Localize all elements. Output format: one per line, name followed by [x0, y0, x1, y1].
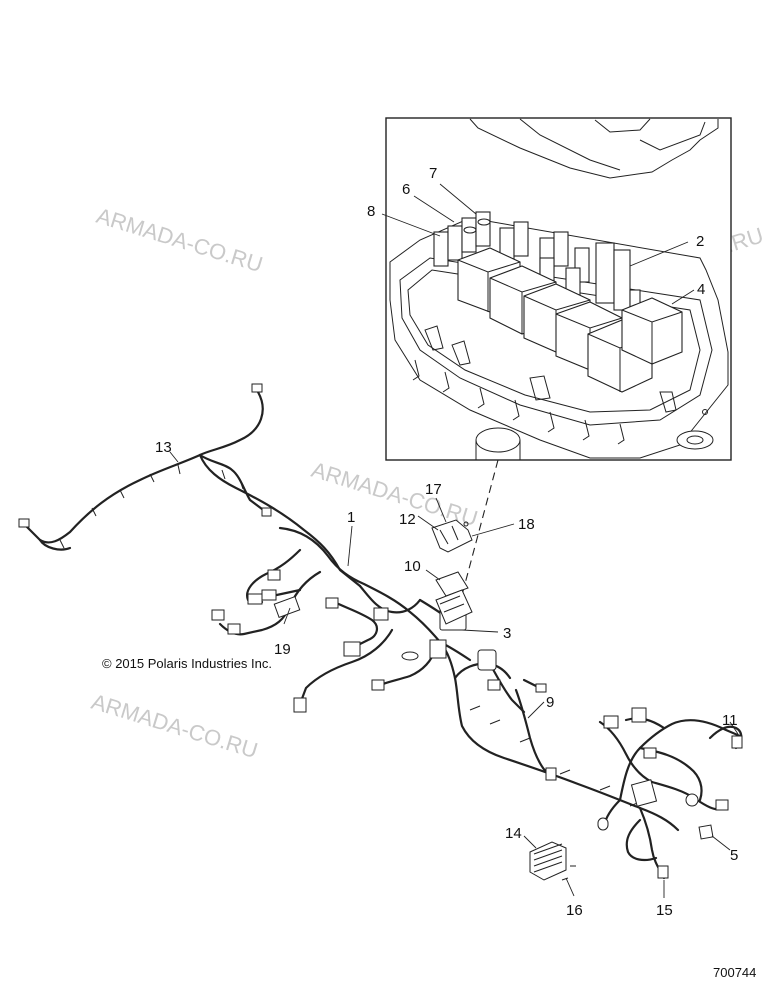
callout-18: 18: [518, 516, 535, 533]
leader-14: [523, 835, 537, 849]
leader-3: [461, 629, 499, 633]
copyright-text: © 2015 Polaris Industries Inc.: [102, 656, 272, 671]
leader-11: [729, 721, 739, 735]
leader-4: [671, 289, 695, 305]
fuse-box: [435, 571, 473, 625]
leader-6: [413, 195, 455, 223]
callout-7: 7: [429, 165, 437, 182]
callout-13: 13: [155, 439, 172, 456]
callout-9: 9: [546, 694, 554, 711]
main-wiring-harness: [18, 383, 743, 881]
callout-12: 12: [399, 511, 416, 528]
callout-4: 4: [697, 281, 705, 298]
leader-19: [283, 607, 291, 625]
callout-2: 2: [696, 233, 704, 250]
voltage-regulator: [529, 841, 576, 881]
leader-13: [169, 451, 179, 463]
watermark-top-left: ARMADA-CO.RU: [94, 203, 266, 277]
callout-3: 3: [503, 625, 511, 642]
watermark-bottom-left: ARMADA-CO.RU: [89, 689, 261, 763]
leader-5: [711, 835, 731, 851]
callout-5: 5: [730, 847, 738, 864]
callout-11: 11: [722, 712, 738, 729]
callout-14: 14: [505, 825, 522, 842]
callout-10: 10: [404, 558, 421, 575]
fuse-box-bracket: [431, 519, 473, 553]
callout-16: 16: [566, 902, 583, 919]
callout-19: 19: [274, 641, 291, 658]
leader-18: [471, 523, 515, 537]
illustration-number: 700744: [713, 965, 756, 980]
leader-9: [527, 701, 545, 719]
leader-10: [425, 569, 441, 581]
fuse-box-detail-inset: [385, 117, 732, 461]
leader-2: [629, 241, 689, 267]
callout-8: 8: [367, 203, 375, 220]
callout-17: 17: [425, 481, 442, 498]
leader-7: [439, 183, 477, 215]
leader-1: [347, 525, 353, 567]
leader-16: [565, 877, 575, 897]
callout-1: 1: [347, 509, 355, 526]
leader-17: [435, 497, 447, 523]
callout-6: 6: [402, 181, 410, 198]
callout-15: 15: [656, 902, 673, 919]
leader-12: [417, 515, 439, 531]
leader-8: [381, 213, 441, 237]
